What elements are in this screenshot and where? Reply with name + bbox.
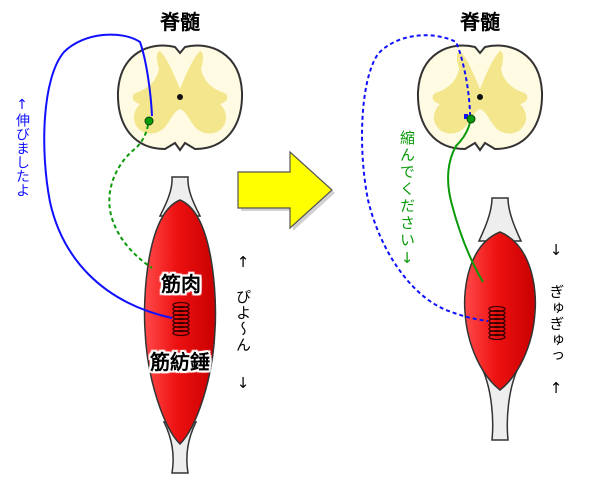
spindle-coil bbox=[488, 325, 506, 333]
sensory-terminal-right bbox=[464, 114, 468, 119]
tendon-top-right bbox=[477, 197, 523, 242]
muscle-spindle-label: 筋紡錘 bbox=[150, 350, 210, 374]
sensory-nerve-right bbox=[361, 34, 489, 322]
contract-arrow-up: ↑ bbox=[549, 379, 563, 397]
motor-nerve-right bbox=[447, 121, 484, 283]
sensory-nerve-left bbox=[43, 33, 173, 319]
spindle-coil bbox=[172, 301, 190, 309]
spinal-cord-label-right: 脊髄 bbox=[460, 10, 500, 34]
motor-message: 縮んでください↓ bbox=[398, 130, 416, 269]
spinal-cord-right bbox=[416, 44, 544, 152]
stretch-sound: ぴよ〜ん bbox=[234, 289, 252, 353]
spindle-coil bbox=[488, 329, 506, 337]
spinal-cord-left bbox=[116, 44, 244, 152]
tendon-bottom-right bbox=[480, 367, 520, 441]
central-canal bbox=[177, 94, 183, 100]
motor-nerve-left bbox=[108, 124, 153, 269]
muscle-label: 筋肉 bbox=[161, 272, 201, 296]
muscle-spindle-left bbox=[172, 301, 190, 337]
spinal-cord-label-left: 脊髄 bbox=[160, 10, 200, 34]
spindle-coil bbox=[172, 329, 190, 337]
spindle-coil bbox=[488, 313, 506, 321]
spindle-coil bbox=[488, 317, 506, 325]
contract-sound: ぎゅぎゅっ bbox=[547, 284, 565, 364]
spindle-coil bbox=[172, 309, 190, 317]
spindle-coil bbox=[172, 321, 190, 329]
spindle-coil bbox=[172, 305, 190, 313]
spindle-coil bbox=[488, 305, 506, 313]
spindle-coil bbox=[488, 333, 506, 341]
stretch-arrow-up: ↑ bbox=[236, 253, 250, 271]
spindle-coil bbox=[488, 309, 506, 317]
spindle-coil bbox=[488, 321, 506, 329]
gray-matter bbox=[132, 51, 228, 134]
central-canal bbox=[477, 94, 483, 100]
contract-arrow-down: ↓ bbox=[549, 241, 563, 259]
transition-arrow bbox=[237, 150, 333, 230]
spindle-coil bbox=[172, 313, 190, 321]
muscle-spindle-right bbox=[488, 305, 506, 341]
stretch-arrow-down: ↓ bbox=[236, 374, 250, 392]
gray-matter bbox=[432, 51, 528, 134]
sensory-message: ↑伸びましたよ bbox=[14, 97, 30, 197]
spindle-coil bbox=[172, 317, 190, 325]
spindle-coil bbox=[172, 325, 190, 333]
motor-neuron-body-left bbox=[144, 116, 154, 126]
motor-neuron-body-right bbox=[466, 114, 476, 124]
